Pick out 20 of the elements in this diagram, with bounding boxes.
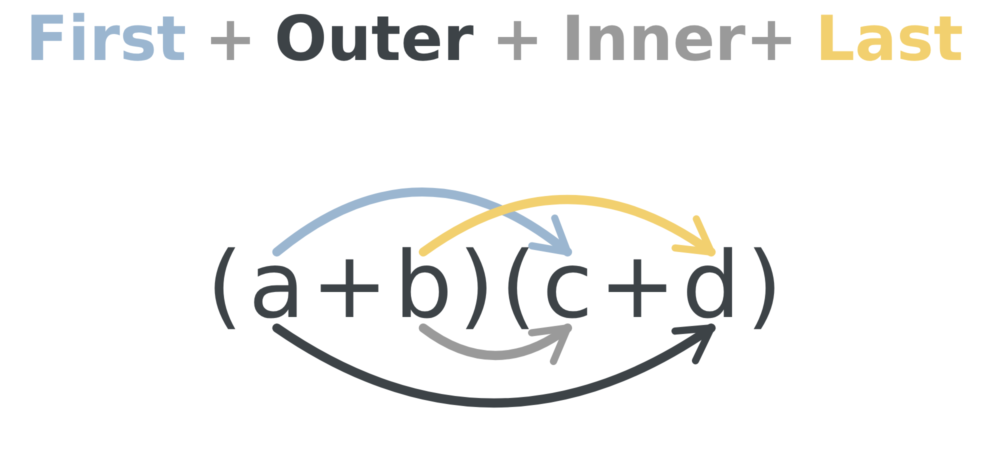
parenthesis: ( — [499, 240, 538, 332]
heading-word: Last — [815, 8, 964, 70]
arrow — [418, 195, 716, 256]
variable: b — [391, 240, 456, 332]
heading-word: Outer — [274, 8, 474, 70]
plus-sign: + — [310, 240, 390, 332]
variable: a — [246, 240, 308, 332]
parenthesis: ) — [457, 240, 496, 332]
arrow — [418, 324, 572, 364]
parenthesis: ) — [745, 240, 784, 332]
heading-word: + — [492, 8, 544, 70]
plus-sign: + — [598, 240, 677, 332]
parenthesis: ( — [206, 240, 244, 332]
variable: d — [678, 240, 744, 332]
arrow — [272, 188, 572, 256]
arrow — [272, 324, 716, 408]
heading-word: First — [26, 8, 186, 70]
heading-word: Inner+ — [561, 8, 798, 70]
variable: c — [539, 240, 596, 332]
heading-word: + — [204, 8, 256, 70]
